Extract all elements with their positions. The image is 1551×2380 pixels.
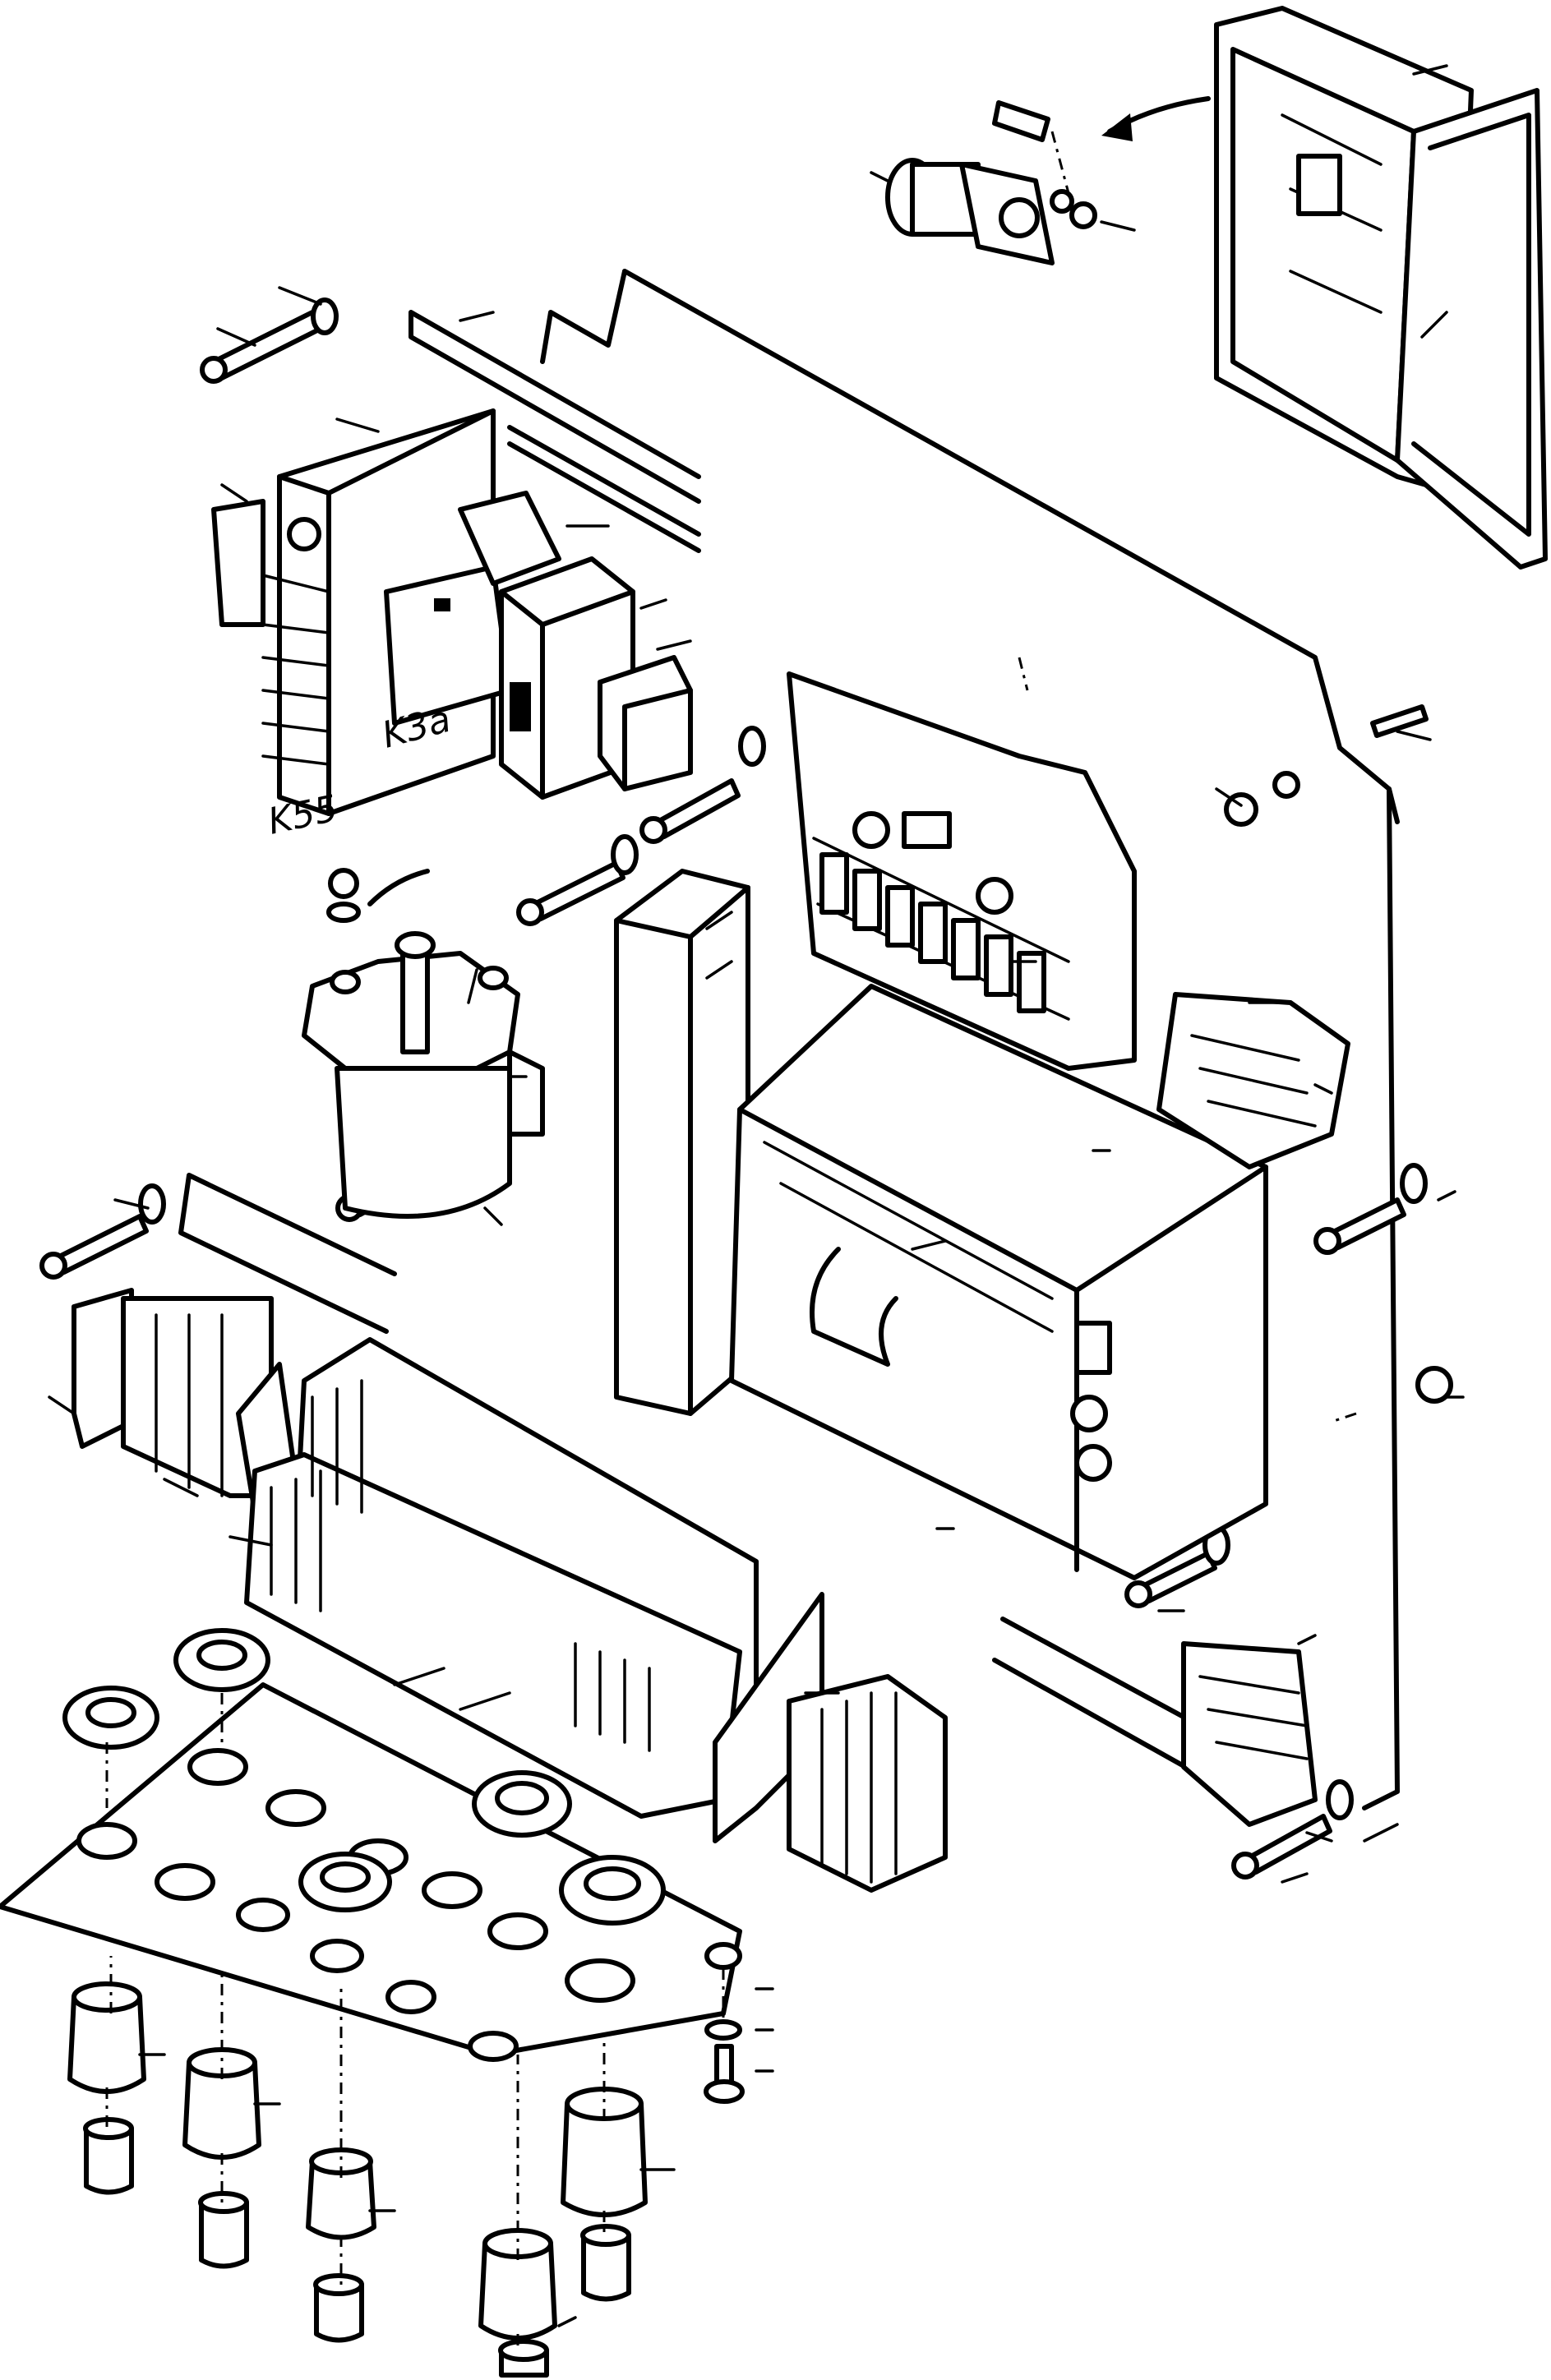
mounting-rail-upper (409, 310, 701, 553)
sealing-rings (62, 1628, 666, 1926)
enclosure-cabinet (1214, 6, 1548, 570)
terminal-block-strip (819, 852, 1046, 1013)
auxiliary-contactor (787, 1674, 948, 1893)
cable-glands (67, 1981, 648, 2341)
din-rail (178, 1173, 397, 1334)
assembly-lines (105, 657, 1357, 2350)
cable-sleeves (83, 2117, 631, 2378)
arrow-head-icon (1101, 113, 1133, 141)
solenoid-contactor (302, 868, 545, 1219)
relay-k3a: K3a (378, 491, 561, 757)
mounting-bracket-lower (992, 1617, 1318, 1827)
mounting-back-plate (540, 269, 1400, 1810)
circuit-breaker-small (598, 655, 693, 791)
control-panel-plate (787, 671, 1137, 1071)
plug-screw-and-nut (992, 100, 1097, 229)
mounting-bracket-upper (1156, 992, 1350, 1169)
callout-leader-lines (48, 64, 1465, 2327)
control-unit-box (729, 984, 1268, 1580)
cable-duct (614, 869, 750, 1416)
relay-k55-label: K55 (265, 787, 342, 843)
plate-fixing-hardware (704, 1942, 745, 2104)
connector-plug (870, 158, 1055, 265)
